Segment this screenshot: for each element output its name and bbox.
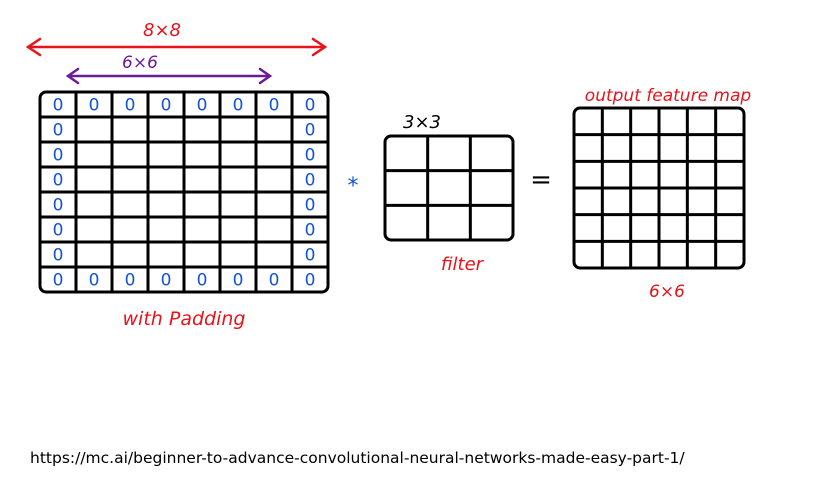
- padding-zero: 0: [305, 146, 316, 166]
- padding-zero: 0: [197, 96, 208, 116]
- outer-size-arrow: [25, 37, 328, 57]
- padding-zero: 0: [269, 96, 280, 116]
- padding-zero: 0: [305, 171, 316, 191]
- padding-zero: 0: [161, 271, 172, 291]
- output-title: output feature map: [585, 86, 752, 106]
- padding-zero: 0: [197, 271, 208, 291]
- padding-zero: 0: [161, 96, 172, 116]
- padding-zero: 0: [233, 96, 244, 116]
- padding-zero: 0: [305, 196, 316, 216]
- padding-zero: 0: [89, 96, 100, 116]
- equals-operator: =: [530, 165, 552, 195]
- padding-zero: 0: [53, 121, 64, 141]
- padding-zero: 0: [305, 271, 316, 291]
- inner-size-label: 6×6: [122, 53, 158, 73]
- padding-zero: 0: [305, 221, 316, 241]
- padding-zero: 0: [305, 246, 316, 266]
- padding-zero: 0: [53, 171, 64, 191]
- outer-size-label: 8×8: [143, 20, 181, 41]
- padding-caption: with Padding: [123, 308, 246, 330]
- padding-zero: 0: [89, 271, 100, 291]
- output-feature-map-grid: [572, 106, 746, 270]
- filter-caption: filter: [441, 254, 485, 275]
- padded-input-grid: [38, 90, 330, 294]
- padding-zero: 0: [125, 271, 136, 291]
- padding-zero: 0: [305, 96, 316, 116]
- padding-zero: 0: [305, 121, 316, 141]
- padding-zero: 0: [53, 271, 64, 291]
- padding-zero: 0: [53, 96, 64, 116]
- padding-zero: 0: [269, 271, 280, 291]
- padding-zero: 0: [53, 221, 64, 241]
- padding-zero: 0: [53, 196, 64, 216]
- source-url: https://mc.ai/beginner-to-advance-convol…: [30, 449, 685, 467]
- inner-size-arrow: [65, 67, 273, 85]
- filter-size-label: 3×3: [403, 112, 441, 133]
- padding-zero: 0: [125, 96, 136, 116]
- convolution-operator: *: [348, 174, 359, 199]
- output-size-label: 6×6: [649, 282, 685, 302]
- padding-zero: 0: [233, 271, 244, 291]
- filter-grid: [383, 134, 515, 242]
- filter-grid-border: [383, 134, 515, 242]
- padding-zero: 0: [53, 246, 64, 266]
- padding-zeros: 0 0 0 0 0 0 0 0 0 0 0 0 0 0 0 0 0 0 0 0 0 0 0 0 0 0 0 0: [53, 96, 316, 291]
- padding-zero: 0: [53, 146, 64, 166]
